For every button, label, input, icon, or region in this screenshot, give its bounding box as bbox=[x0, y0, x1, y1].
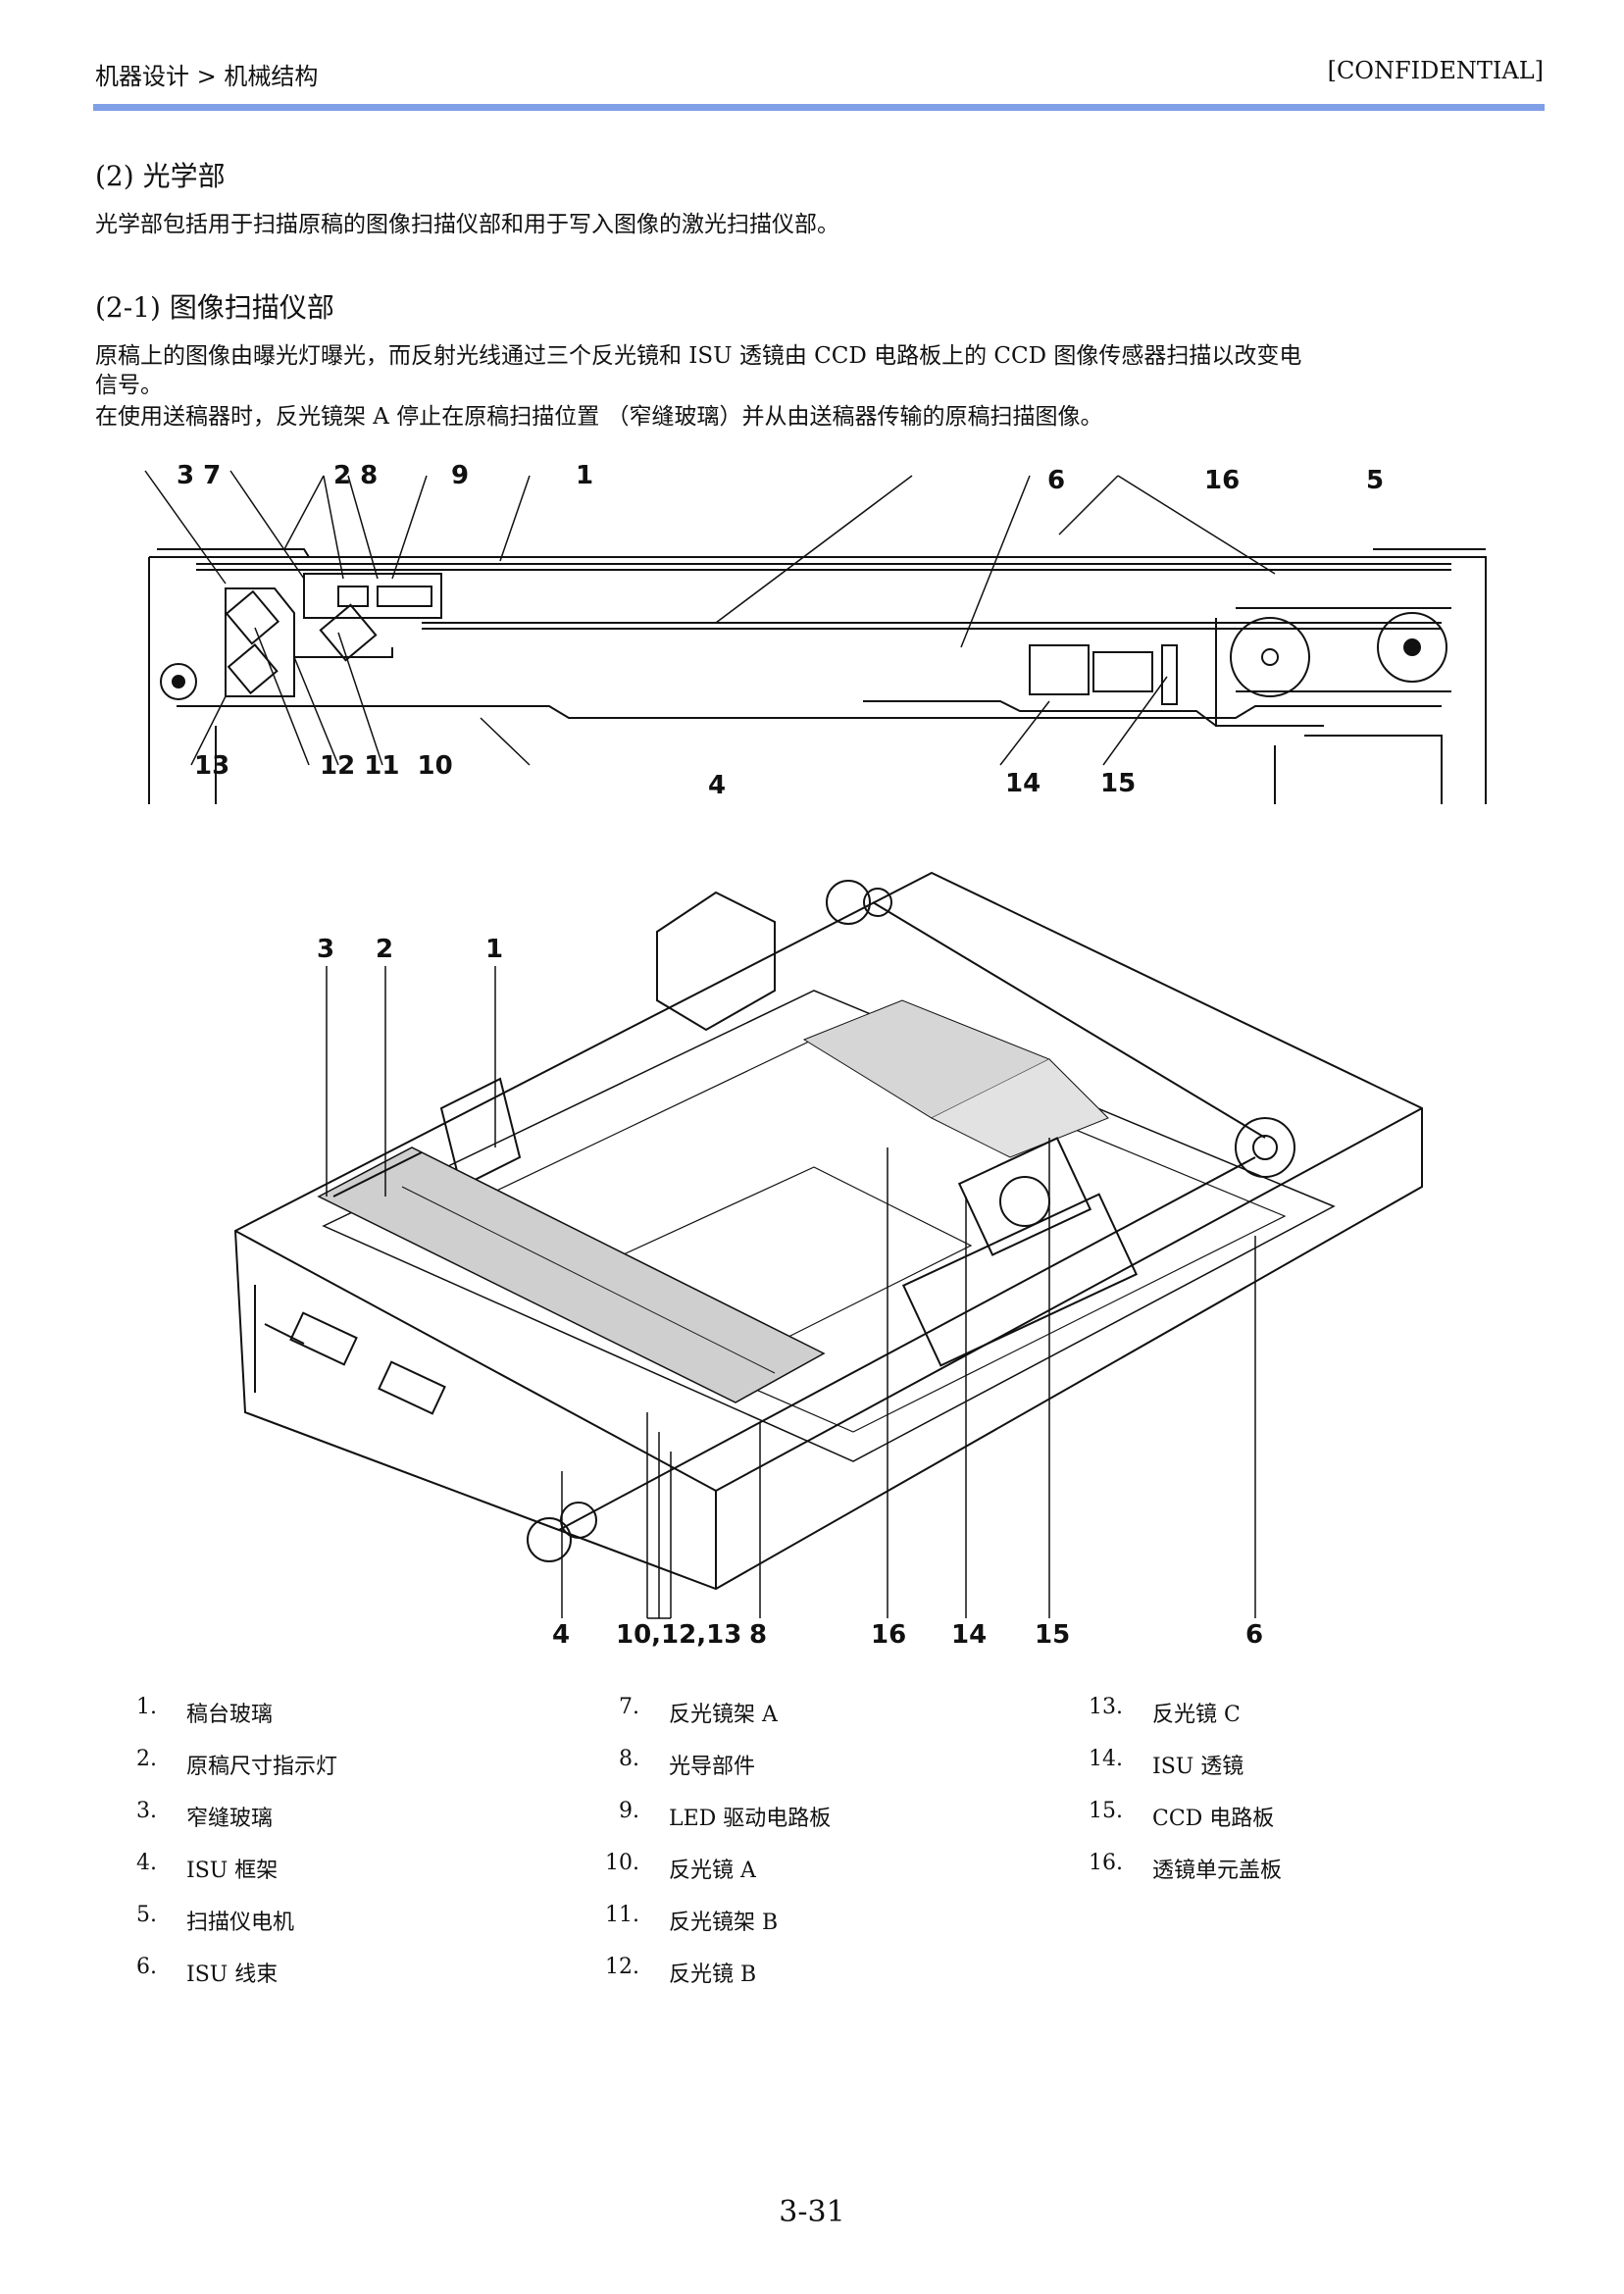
callout-5: 5 bbox=[1366, 466, 1385, 495]
legend-item: LED 驱动电路板 bbox=[669, 1807, 832, 1831]
scanner-perspective-diagram bbox=[233, 871, 1423, 1591]
legend-item: 反光镜架 B bbox=[669, 1911, 779, 1935]
legend-number: 10. bbox=[605, 1851, 639, 1875]
legend-number: 8. bbox=[619, 1747, 639, 1771]
legend-item: ISU 线束 bbox=[186, 1963, 279, 1987]
paragraph-1-line-1: 原稿上的图像由曝光灯曝光，而反射光线通过三个反光镜和 ISU 透镜由 CCD 电… bbox=[95, 343, 1302, 369]
legend-number: 9. bbox=[619, 1799, 639, 1823]
callout-4: 4 bbox=[708, 771, 727, 800]
breadcrumb: 机器设计 > 机械结构 bbox=[95, 63, 319, 90]
callout-16-bottom: 16 bbox=[871, 1620, 907, 1650]
section-intro: 光学部包括用于扫描原稿的图像扫描仪部和用于写入图像的激光扫描仪部。 bbox=[95, 212, 839, 237]
callout-9: 9 bbox=[451, 461, 470, 490]
page-number: 3-31 bbox=[779, 2195, 845, 2229]
legend-item: 原稿尺寸指示灯 bbox=[186, 1755, 338, 1779]
legend-number: 6. bbox=[136, 1955, 157, 1979]
callout-12-11-10: 12 11 10 bbox=[320, 751, 453, 781]
legend-number: 14. bbox=[1089, 1747, 1123, 1771]
legend-number: 13. bbox=[1089, 1695, 1123, 1719]
legend-item: 反光镜 C bbox=[1152, 1703, 1241, 1727]
callout-1: 1 bbox=[576, 461, 594, 490]
callout-1-bottom: 1 bbox=[485, 935, 504, 964]
legend-number: 1. bbox=[136, 1695, 157, 1719]
callout-13: 13 bbox=[194, 751, 230, 781]
paragraph-1-line-2: 信号。 bbox=[95, 373, 163, 398]
callout-15: 15 bbox=[1100, 769, 1137, 798]
confidential-mark: [CONFIDENTIAL] bbox=[1327, 57, 1544, 84]
callout-2-8: 2 8 bbox=[333, 461, 379, 490]
paragraph-2: 在使用送稿器时，反光镜架 A 停止在原稿扫描位置 （窄缝玻璃）并从由送稿器传输的… bbox=[95, 404, 1103, 430]
callout-4-bottom: 4 bbox=[552, 1620, 571, 1650]
legend-item: 窄缝玻璃 bbox=[186, 1807, 274, 1831]
legend-number: 4. bbox=[136, 1851, 157, 1875]
legend-item: 透镜单元盖板 bbox=[1152, 1859, 1283, 1883]
legend-item: 稿台玻璃 bbox=[186, 1703, 274, 1727]
scanner-cross-section-diagram bbox=[144, 470, 1487, 804]
legend-number: 15. bbox=[1089, 1799, 1123, 1823]
legend-item: 反光镜 B bbox=[669, 1963, 757, 1987]
subsection-title: (2-1) 图像扫描仪部 bbox=[95, 291, 334, 324]
section-title: (2) 光学部 bbox=[95, 160, 226, 192]
legend-item: 扫描仪电机 bbox=[186, 1911, 295, 1935]
callout-3-7: 3 7 bbox=[177, 461, 222, 490]
callout-6-bottom: 6 bbox=[1245, 1620, 1264, 1650]
callout-10-12-13: 10,12,13 bbox=[616, 1620, 742, 1650]
legend-number: 2. bbox=[136, 1747, 157, 1771]
legend-item: ISU 框架 bbox=[186, 1859, 279, 1883]
legend-item: ISU 透镜 bbox=[1152, 1755, 1244, 1779]
legend-number: 11. bbox=[605, 1903, 639, 1927]
legend-number: 12. bbox=[605, 1955, 639, 1979]
legend-item: 反光镜架 A bbox=[669, 1703, 778, 1727]
callout-3: 3 bbox=[317, 935, 335, 964]
legend-number: 16. bbox=[1089, 1851, 1123, 1875]
legend-number: 5. bbox=[136, 1903, 157, 1927]
callout-8: 8 bbox=[749, 1620, 768, 1650]
callout-15-bottom: 15 bbox=[1035, 1620, 1071, 1650]
legend-item: 光导部件 bbox=[669, 1755, 756, 1779]
callout-6: 6 bbox=[1047, 466, 1066, 495]
callout-14: 14 bbox=[1005, 769, 1041, 798]
perspective-leader-lines bbox=[326, 966, 1256, 1619]
legend-number: 7. bbox=[619, 1695, 639, 1719]
callout-16: 16 bbox=[1204, 466, 1241, 495]
header-rule bbox=[93, 104, 1545, 111]
legend-item: CCD 电路板 bbox=[1152, 1807, 1275, 1831]
legend-number: 3. bbox=[136, 1799, 157, 1823]
callout-2: 2 bbox=[376, 935, 394, 964]
legend-item: 反光镜 A bbox=[669, 1859, 756, 1883]
callout-14-bottom: 14 bbox=[951, 1620, 988, 1650]
